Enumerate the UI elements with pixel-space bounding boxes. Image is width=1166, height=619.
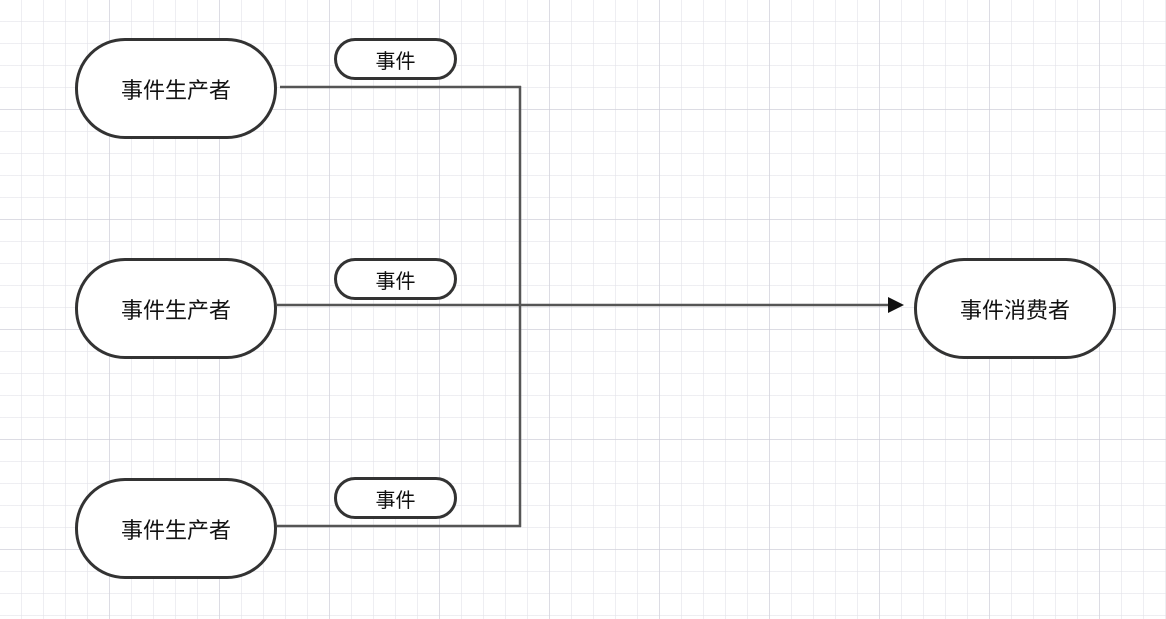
producer-node-3: 事件生产者 (75, 478, 277, 579)
consumer-node: 事件消费者 (914, 258, 1116, 359)
producer-label: 事件生产者 (120, 78, 231, 104)
event-tag-label: 事件 (375, 48, 416, 73)
event-tag-label: 事件 (375, 268, 416, 293)
consumer-label: 事件消费者 (959, 298, 1070, 324)
event-tag-2: 事件 (334, 258, 457, 300)
event-tag-1: 事件 (334, 38, 457, 80)
arrow-head (888, 297, 904, 313)
producer-node-2: 事件生产者 (75, 258, 277, 359)
event-tag-3: 事件 (334, 477, 457, 519)
producer-label: 事件生产者 (120, 298, 231, 324)
producer-label: 事件生产者 (120, 518, 231, 544)
producer-node-1: 事件生产者 (75, 38, 277, 139)
event-tag-label: 事件 (375, 487, 416, 512)
